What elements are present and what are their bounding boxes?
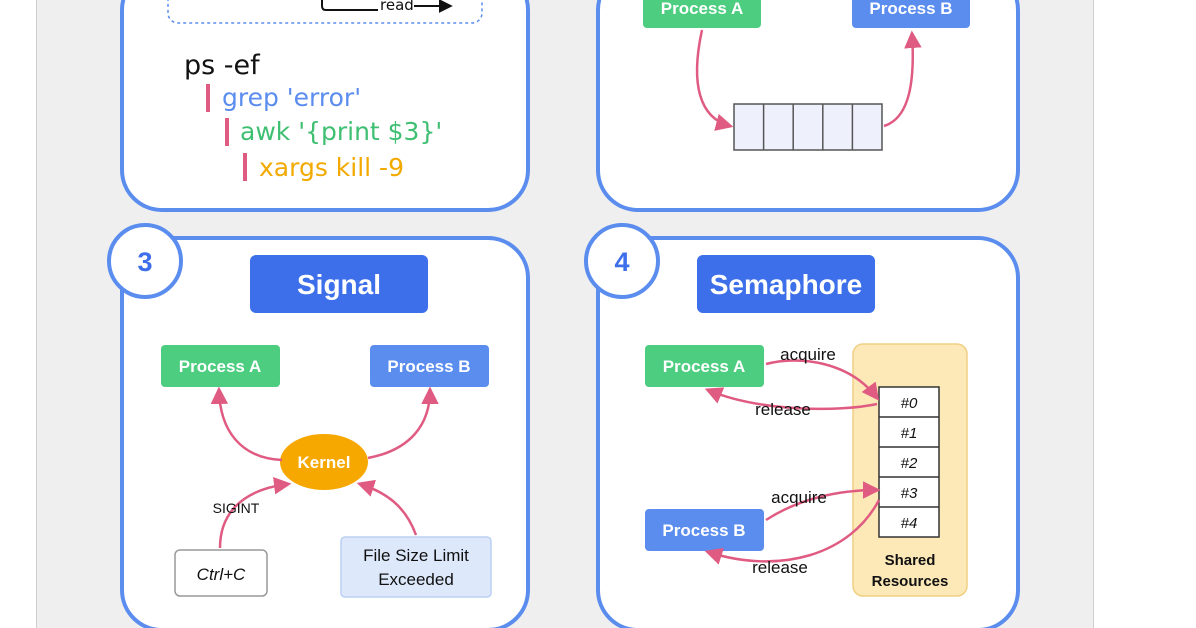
- a-release-label: release: [755, 400, 811, 419]
- kernel-to-process-a-arrow: [210, 386, 283, 462]
- kernel-label: Kernel: [298, 453, 351, 472]
- queue-body: [733, 103, 883, 151]
- semaphore-number: 4: [614, 247, 629, 277]
- queue-process-b-label: Process B: [869, 0, 952, 18]
- a-release-arrow: [704, 387, 878, 411]
- read-line: [321, 0, 378, 11]
- file-limit-box: [340, 536, 492, 598]
- queue-process-a-label: Process A: [661, 0, 744, 18]
- cmd-grep: grep 'error': [222, 83, 361, 112]
- slot-label: #0: [901, 395, 918, 412]
- file-limit-line2: Exceeded: [378, 570, 454, 589]
- slot-label: #1: [901, 425, 918, 442]
- sigint-label: SIGINT: [213, 500, 260, 516]
- semaphore-process-a: [645, 345, 764, 387]
- pipe-bar-1: [206, 84, 210, 112]
- a-acquire-label: acquire: [780, 345, 836, 364]
- b-acquire-label: acquire: [771, 488, 827, 507]
- b-acquire-arrow: [765, 481, 881, 522]
- semaphore-title-box: [697, 255, 875, 313]
- slot-label: #2: [901, 455, 918, 472]
- message-queue: [733, 103, 883, 151]
- panel-signal: 3 Signal Process A Process B Kernel Ctrl…: [107, 223, 530, 628]
- b-release-label: release: [752, 558, 808, 577]
- kernel-to-process-b-arrow: [367, 386, 439, 460]
- queue-process-a: [643, 0, 761, 28]
- shared-line2: Resources: [872, 573, 949, 590]
- read-label: read: [380, 0, 414, 14]
- signal-process-a-label: Process A: [179, 357, 262, 376]
- signal-title: Signal: [297, 269, 381, 300]
- queue-arrow-write: [695, 29, 734, 131]
- ctrl-c-to-kernel-arrow: [218, 477, 292, 549]
- slot-stack: [878, 386, 940, 538]
- panel-queue: Process A Process B: [596, 0, 1020, 212]
- file-limit-to-kernel-arrow: [356, 479, 418, 536]
- panel-semaphore: 4 Semaphore #0 #1 #2 #3 #4 Shared Resour…: [584, 223, 1020, 628]
- queue-process-b: [852, 0, 970, 28]
- signal-number-badge: [107, 223, 183, 299]
- panel-pipe-frame: [120, 0, 530, 212]
- a-acquire-arrow: [765, 359, 880, 401]
- signal-process-a: [161, 345, 280, 387]
- slot-label: #3: [901, 485, 918, 502]
- pipe-bar-3: [243, 153, 247, 181]
- cmd-ps: ps -ef: [184, 50, 261, 81]
- shared-line1: Shared: [885, 552, 936, 569]
- semaphore-process-a-label: Process A: [663, 357, 746, 376]
- signal-process-b: [370, 345, 489, 387]
- b-release-arrow: [704, 499, 881, 565]
- kernel-node: [280, 434, 368, 490]
- cmd-xargs: xargs kill -9: [259, 153, 404, 182]
- ctrl-c-label: Ctrl+C: [197, 565, 246, 584]
- semaphore-process-b-label: Process B: [662, 521, 745, 540]
- pipe-bar-2: [225, 118, 229, 146]
- panel-pipe: read ps -ef grep 'error' awk '{print $3}…: [120, 0, 530, 212]
- file-limit-line1: File Size Limit: [363, 546, 469, 565]
- signal-process-b-label: Process B: [387, 357, 470, 376]
- signal-title-box: [250, 255, 428, 313]
- semaphore-number-badge: [584, 223, 660, 299]
- ctrl-c-box: [174, 549, 268, 597]
- semaphore-title: Semaphore: [710, 269, 863, 300]
- semaphore-process-b: [645, 509, 764, 551]
- signal-number: 3: [137, 247, 152, 277]
- slot-label: #4: [901, 515, 918, 532]
- semaphore-slots: #0 #1 #2 #3 #4: [878, 386, 940, 538]
- cmd-awk: awk '{print $3}': [240, 117, 442, 146]
- queue-arrow-read: [883, 30, 922, 128]
- pipe-dashed-box: [167, 0, 483, 24]
- panel-signal-frame: [120, 236, 530, 628]
